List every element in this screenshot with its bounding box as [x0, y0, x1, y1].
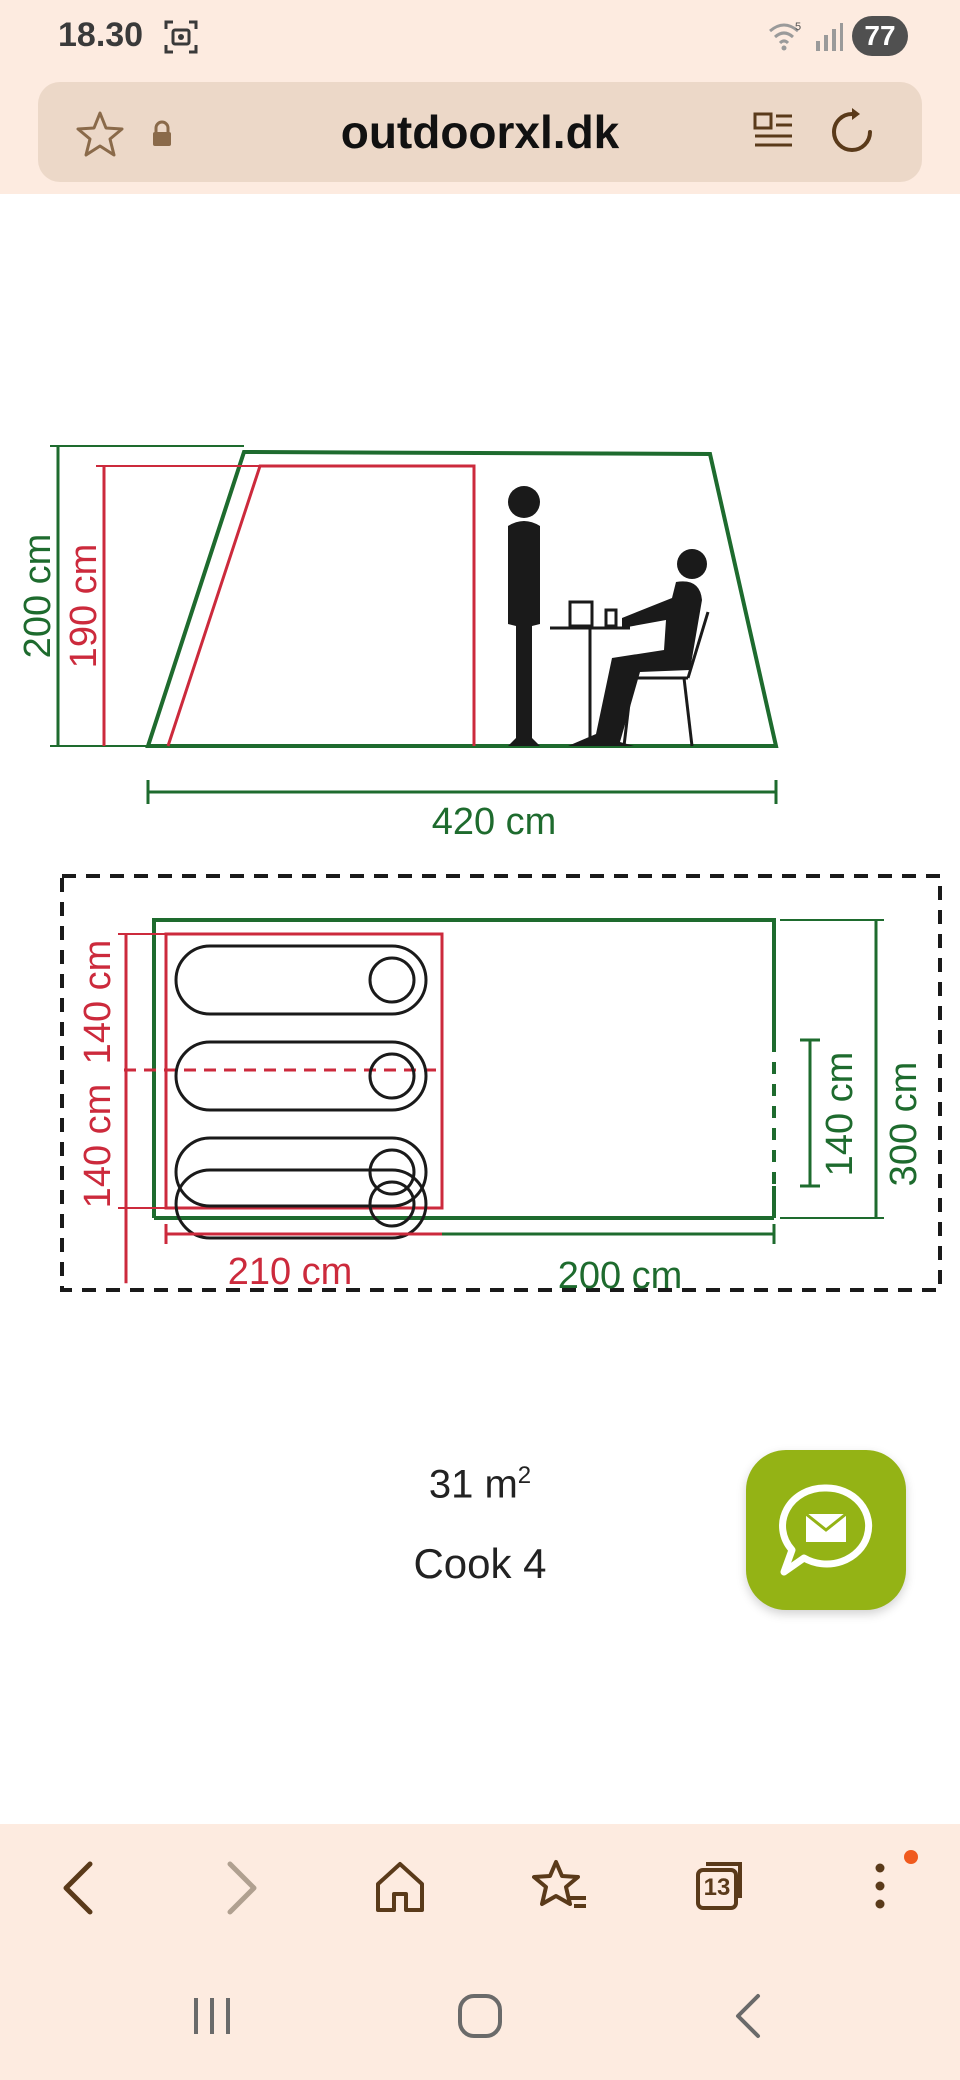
recent-apps-icon[interactable] [190, 1994, 234, 2038]
status-bar: 18.30 5 77 [0, 0, 960, 76]
system-nav-bar [0, 1952, 960, 2080]
browser-toolbar: outdoorxl.dk [0, 76, 960, 194]
notification-dot [904, 1850, 918, 1864]
back-nav-icon[interactable] [732, 1992, 764, 2040]
bed-width-label-1: 140 cm [77, 940, 119, 1065]
tabs-count: 13 [703, 1874, 731, 1901]
standing-person-figure [508, 486, 540, 746]
forward-icon[interactable] [222, 1860, 262, 1916]
signal-icon [816, 23, 843, 51]
battery-indicator: 77 [852, 16, 908, 56]
tabs-button[interactable]: 13 [694, 1860, 744, 1912]
area-superscript: 2 [517, 1462, 532, 1489]
pitch-outline [60, 874, 942, 1292]
wifi-badge: 5 [795, 21, 801, 33]
home-icon[interactable] [374, 1860, 426, 1914]
back-icon[interactable] [58, 1860, 98, 1916]
chat-button[interactable] [746, 1450, 906, 1610]
url-text[interactable]: outdoorxl.dk [340, 106, 620, 158]
area-label: 31 m2 [0, 1462, 960, 1507]
wifi-icon: 5 [769, 21, 801, 51]
model-label: Cook 4 [413, 1540, 547, 1587]
star-icon[interactable] [74, 110, 126, 158]
chat-mail-icon [779, 1484, 873, 1576]
bed-width-label-2: 140 cm [77, 1084, 119, 1209]
floor-width-label: 300 cm [883, 1062, 925, 1187]
page-content: 200 cm 190 cm 420 cm [0, 194, 960, 1824]
reload-icon[interactable] [828, 108, 876, 156]
lock-icon [153, 120, 171, 146]
sleeping-bag [174, 1168, 428, 1240]
seated-person-figure [568, 549, 707, 746]
more-menu-icon[interactable] [874, 1860, 886, 1912]
url-bar[interactable]: outdoorxl.dk [38, 82, 922, 182]
door-width-label: 140 cm [819, 1052, 861, 1177]
browser-bottom-nav: 13 [0, 1824, 960, 1952]
bookmarks-icon[interactable] [532, 1858, 588, 1914]
status-time: 18.30 [58, 16, 144, 54]
tent-floor-plan: 140 cm 140 cm 140 cm 300 cm 210 cm 200 c… [60, 874, 942, 1297]
screenshot-indicator-icon [164, 20, 198, 54]
sleeping-bags [174, 944, 428, 1240]
bedroom-outline [166, 464, 476, 747]
side-length-label: 420 cm [432, 801, 557, 843]
status-right: 5 77 [766, 16, 908, 56]
tent-side-view: 200 cm 190 cm 420 cm [17, 445, 779, 843]
tabs-icon [696, 1862, 742, 1910]
reader-mode-icon[interactable] [752, 110, 796, 154]
sleeping-bag [174, 944, 428, 1016]
side-height-inner-label: 190 cm [63, 544, 105, 669]
home-nav-icon[interactable] [456, 1992, 504, 2040]
table-figure [550, 600, 630, 746]
side-height-outer-label: 200 cm [17, 534, 59, 659]
living-length-label: 200 cm [558, 1255, 683, 1297]
tent-diagram: 200 cm 190 cm 420 cm [17, 445, 942, 1297]
area-value: 31 m [428, 1462, 518, 1507]
sleeping-bag [174, 1040, 428, 1112]
sleeping-bag [174, 1136, 428, 1208]
bed-length-label: 210 cm [228, 1251, 353, 1293]
